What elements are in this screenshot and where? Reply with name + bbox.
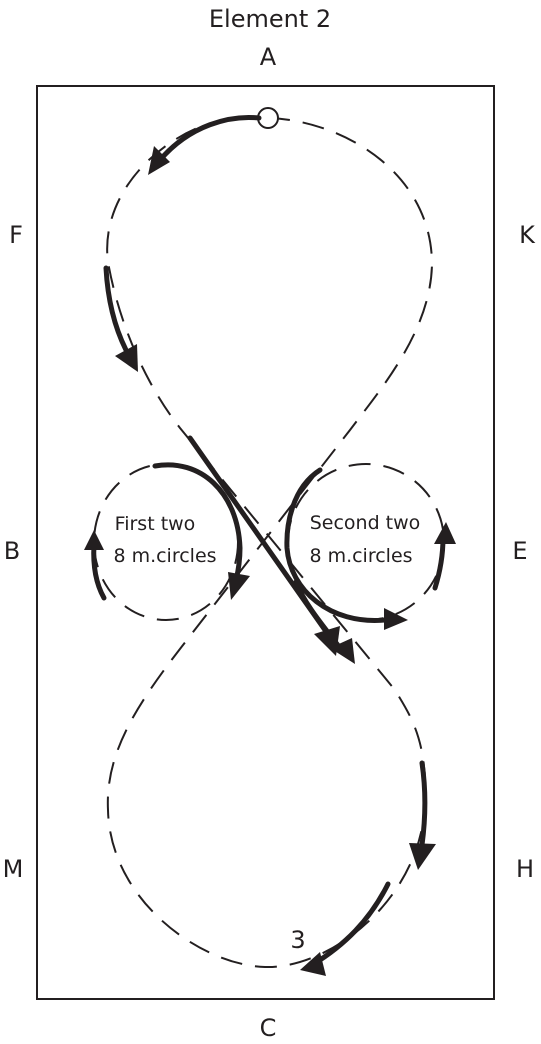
arrowhead-second-circle-right bbox=[434, 522, 456, 544]
letter-c: C bbox=[260, 1014, 277, 1042]
track-second-circle-right bbox=[432, 535, 446, 591]
arrowhead-f-side bbox=[115, 344, 138, 372]
diagram-title: Element 2 bbox=[209, 5, 331, 33]
first-circle-label-line1: First two bbox=[115, 513, 196, 535]
letter-e: E bbox=[512, 537, 527, 565]
arrowhead-c-approach bbox=[300, 952, 326, 976]
track-h-side bbox=[419, 760, 428, 848]
track-c-approach bbox=[309, 881, 391, 968]
letter-b: B bbox=[4, 537, 20, 565]
arrowhead-start bbox=[148, 146, 170, 175]
arrowhead-first-circle-right bbox=[228, 572, 250, 600]
arrowhead-diagonal-exit bbox=[330, 638, 355, 664]
arrowhead-h-side bbox=[409, 843, 436, 870]
letter-f: F bbox=[9, 221, 23, 249]
first-circle-label-line2: 8 m.circles bbox=[113, 545, 216, 567]
letter-k: K bbox=[519, 221, 536, 249]
letter-m: M bbox=[3, 855, 24, 883]
letter-a: A bbox=[260, 43, 277, 71]
arena-border bbox=[36, 85, 495, 1000]
track-start-arc bbox=[157, 115, 262, 163]
arrowhead-second-circle-bottom bbox=[384, 608, 408, 630]
second-circle-label-line2: 8 m.circles bbox=[309, 545, 412, 567]
track-first-circle-left bbox=[91, 542, 107, 601]
track-second-circle-left bbox=[284, 467, 388, 623]
second-circle-label-line1: Second two bbox=[310, 512, 421, 534]
figure-eight-dashed-path bbox=[106, 116, 434, 969]
track-first-circle-upper bbox=[152, 462, 243, 583]
track-f-side bbox=[103, 265, 129, 353]
arrowhead-first-circle-left bbox=[84, 530, 104, 550]
step-number-label: 3 bbox=[290, 926, 305, 954]
letter-h: H bbox=[516, 855, 534, 883]
